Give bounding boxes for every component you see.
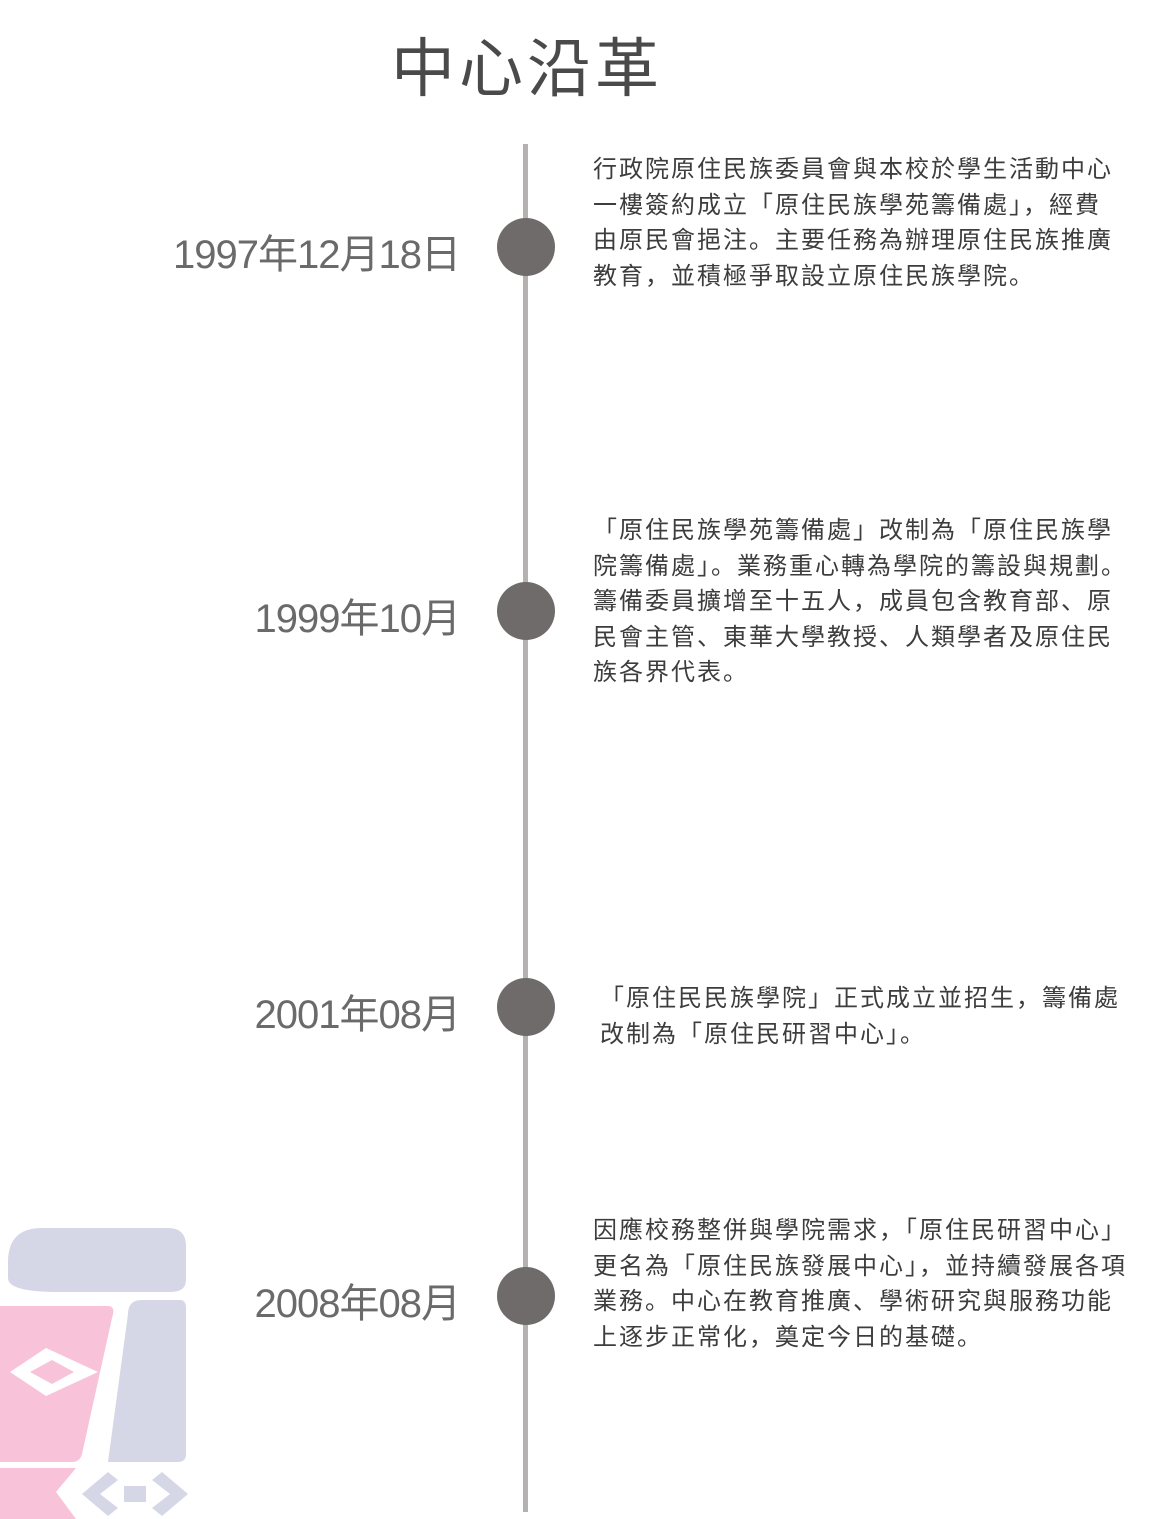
event-description-3: 「原住民民族學院」正式成立並招生，籌備處改制為「原住民研習中心」。 <box>600 984 1120 1048</box>
event-description-4: 因應校務整併與學院需求，「原住民研習中心」更名為「原住民族發展中心」，並持續發展… <box>593 1216 1127 1351</box>
timeline-line <box>523 144 528 1512</box>
timeline-dot-2 <box>497 582 555 640</box>
timeline-dot-4 <box>497 1267 555 1325</box>
logo-watermark-icon <box>0 1228 188 1519</box>
event-date-2: 1999年10月 <box>254 597 461 641</box>
event-date-4: 2008年08月 <box>254 1282 461 1326</box>
event-date-3: 2001年08月 <box>254 993 461 1037</box>
page-title: 中心沿革 <box>391 33 663 107</box>
event-description-2: 「原住民族學苑籌備處」改制為「原住民族學院籌備處」。業務重心轉為學院的籌設與規劃… <box>593 516 1127 686</box>
timeline-dot-1 <box>497 218 555 276</box>
timeline-dot-3 <box>497 978 555 1036</box>
event-date-1: 1997年12月18日 <box>173 233 461 277</box>
event-description-1: 行政院原住民族委員會與本校於學生活動中心一樓簽約成立「原住民族學苑籌備處」，經費… <box>593 155 1113 290</box>
